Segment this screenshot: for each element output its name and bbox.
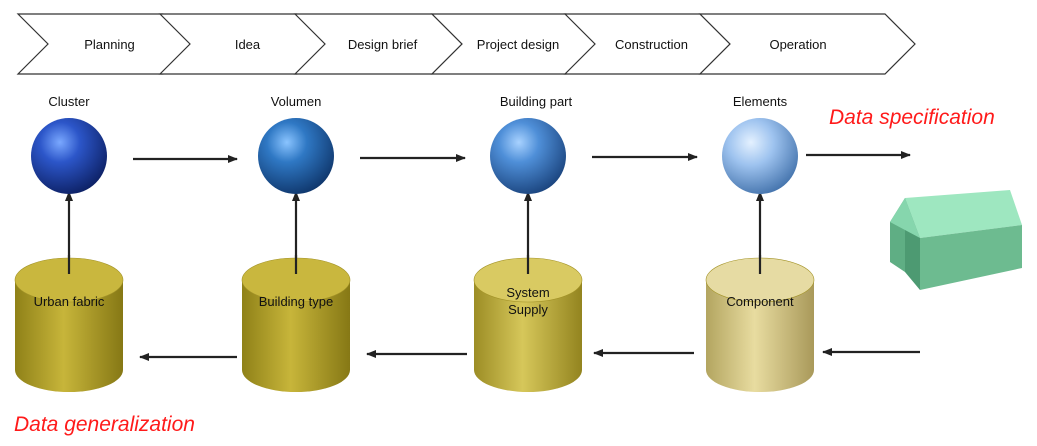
data-specification-label: Data specification <box>829 106 995 129</box>
storage-label: Component <box>726 294 794 309</box>
level-sphere <box>258 118 334 194</box>
process-step-label: Operation <box>769 37 826 52</box>
storage-cylinder <box>241 255 351 392</box>
level-sphere <box>722 118 798 194</box>
level-label: Cluster <box>48 94 90 109</box>
process-step-label: Design brief <box>348 37 418 52</box>
level-label: Elements <box>733 94 788 109</box>
storage-cylinder <box>473 255 583 392</box>
storage-label: Urban fabric <box>34 294 105 309</box>
process-step-label: Idea <box>235 37 261 52</box>
storage-cylinder <box>14 255 124 392</box>
storage-label: Building type <box>259 294 333 309</box>
process-step-chevron <box>698 13 916 75</box>
data-generalization-label: Data generalization <box>14 413 195 436</box>
storage-label: Supply <box>508 302 548 317</box>
level-sphere <box>31 118 107 194</box>
storage-label: System <box>506 285 549 300</box>
house-icon <box>890 190 1022 290</box>
process-step-label: Project design <box>477 37 559 52</box>
level-label: Volumen <box>271 94 322 109</box>
process-step-label: Planning <box>84 37 135 52</box>
level-sphere <box>490 118 566 194</box>
storage-cylinder <box>705 255 815 392</box>
level-label: Building part <box>500 94 573 109</box>
process-step-label: Construction <box>615 37 688 52</box>
